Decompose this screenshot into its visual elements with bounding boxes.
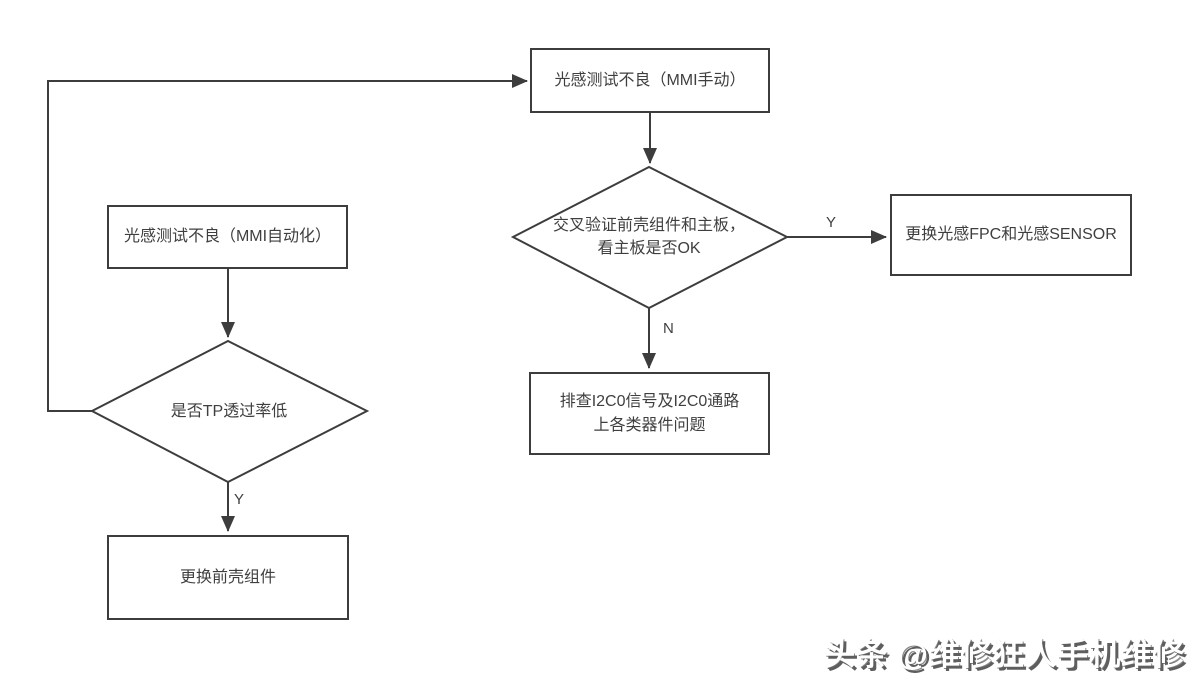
decision-cross-validate-shape — [510, 165, 790, 310]
watermark: 头条 @维修狂人手机维修 — [824, 637, 1185, 672]
node-replace-fpc-sensor-label: 更换光感FPC和光感SENSOR — [905, 226, 1117, 243]
decision-cross-validate-line2: 看主板是否OK — [597, 240, 701, 257]
node-replace-front-housing-label: 更换前壳组件 — [179, 568, 276, 586]
node-replace-fpc-sensor: 更换光感FPC和光感SENSOR — [890, 194, 1132, 276]
node-check-i2c0-line1: 排查I2C0信号及I2C0通路 — [559, 392, 740, 410]
decision-tp-check-shape — [89, 339, 370, 484]
node-check-i2c0-line2: 上各类器件问题 — [593, 416, 706, 434]
node-mmi-auto-label: 光感测试不良（MMI自动化） — [123, 228, 332, 245]
decision-cross-validate-label: 交叉验证前壳组件和主板， 看主板是否OK — [529, 213, 769, 261]
node-mmi-manual-label: 光感测试不良（MMI手动） — [554, 71, 746, 89]
decision-tp-check-label: 是否TP透过率低 — [109, 396, 349, 426]
edge-label-cross-validate-yes: Y — [826, 214, 837, 231]
node-check-i2c0: 排查I2C0信号及I2C0通路 上各类器件问题 — [529, 372, 770, 455]
edge-label-tp-check-yes: Y — [234, 491, 245, 508]
decision-tp-check-text: 是否TP透过率低 — [170, 402, 288, 420]
edge-label-cross-validate-no: N — [663, 320, 674, 337]
node-mmi-auto: 光感测试不良（MMI自动化） — [107, 205, 348, 269]
node-mmi-manual: 光感测试不良（MMI手动） — [530, 48, 770, 113]
edge-tp-check-to-mmi-manual — [47, 74, 528, 412]
decision-cross-validate-line1: 交叉验证前壳组件和主板， — [552, 217, 745, 234]
node-replace-front-housing: 更换前壳组件 — [107, 535, 349, 620]
